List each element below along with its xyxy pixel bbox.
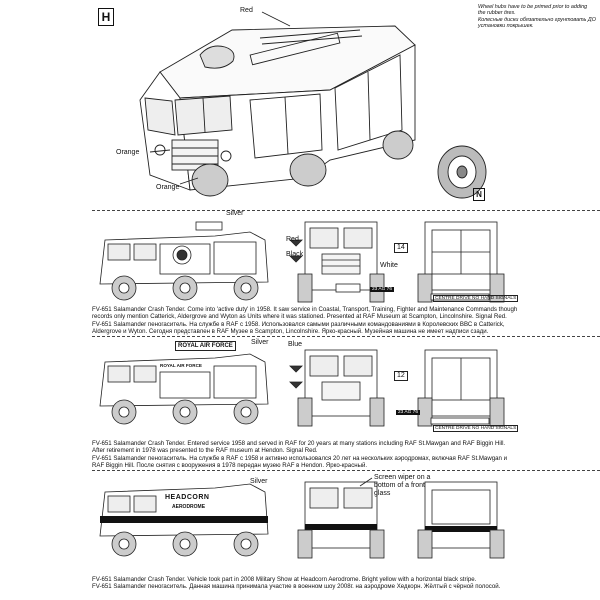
scheme-2-side-text-small: ROYAL AIR FORCE xyxy=(160,363,202,368)
scheme-2-reg: 23 AG 76 xyxy=(396,410,421,415)
step-marker: H xyxy=(98,8,114,26)
separator-3 xyxy=(92,470,600,471)
desc-line: records only mention Catterick, Aldergro… xyxy=(92,313,507,321)
desc-line: FV-651 Salamander пеногаситель. Данная м… xyxy=(92,583,501,591)
scheme-1-drawings xyxy=(99,221,505,303)
scheme-3-description: FV-651 Salamander Crash Tender. Vehicle … xyxy=(92,576,600,591)
scheme-2-silver: Silver xyxy=(251,339,269,346)
callout-red-top: Red xyxy=(240,7,253,14)
scheme-1-white: White xyxy=(380,262,398,269)
scheme-1-black: Black xyxy=(286,251,304,258)
desc-line: After retirement in 1978 was presented t… xyxy=(92,447,318,455)
scheme-3-drawings xyxy=(99,477,505,559)
scheme-1-description: FV-651 Salamander Crash Tender. Come int… xyxy=(92,306,600,336)
scheme-2-blue: Blue xyxy=(288,341,303,348)
scheme-3-silver: Silver xyxy=(250,478,268,485)
wheel-note-ru: Колесные диски обязательно грунтовать ДО… xyxy=(478,16,596,30)
scheme-2-drawings xyxy=(99,349,505,427)
scheme-2-decal: 12 xyxy=(394,371,408,381)
scheme-2-side-text: ROYAL AIR FORCE xyxy=(175,341,236,351)
desc-line: FV-651 Salamander пеногаситель. На служб… xyxy=(92,320,505,328)
scheme-1-red: Red xyxy=(286,236,299,243)
desc-line: RAF Biggin Hill. После снятия с вооружен… xyxy=(92,462,368,470)
scheme-1-silver: Silver xyxy=(226,210,244,217)
callout-orange-1: Orange xyxy=(116,149,140,156)
desc-line: FV-651 Salamander Crash Tender. Entered … xyxy=(92,440,506,447)
separator-2 xyxy=(92,336,600,337)
separator-1 xyxy=(92,210,600,211)
desc-line: FV-651 Salamander Crash Tender. Vehicle … xyxy=(92,576,477,583)
desc-line: FV-651 Salamander Crash Tender. Come int… xyxy=(92,306,518,313)
isometric-vehicle-drawing xyxy=(139,11,487,199)
scheme-3-wiper-note: Screen wiper on a bottom of a front glas… xyxy=(374,474,431,497)
scheme-2-plate: CENTRE DRIVE NO HAND SIGNALS xyxy=(433,425,519,432)
wheel-note-en: Wheel hubs have to be primed prior to ad… xyxy=(478,4,588,17)
scheme-3-side-text-2: AERODROME xyxy=(172,504,206,510)
scheme-3-side-text: HEADCORN xyxy=(165,494,210,501)
scheme-1-plate: CENTRE DRIVE NO HAND SIGNALS xyxy=(433,295,519,302)
desc-line: Aldergrove и Wyton. Сегодня представлен … xyxy=(92,328,489,336)
scheme-1-decal: 14 xyxy=(394,243,408,253)
scheme-1-reg: 23 AG 76 xyxy=(370,287,395,292)
desc-line: FV-651 Salamander пеногаситель. На служб… xyxy=(92,454,507,462)
callout-orange-2: Orange xyxy=(156,184,180,191)
wheel-note: Wheel hubs have to be primed prior to ad… xyxy=(478,4,596,30)
n-marker: N xyxy=(473,188,485,201)
scheme-2-description: FV-651 Salamander Crash Tender. Entered … xyxy=(92,440,600,470)
